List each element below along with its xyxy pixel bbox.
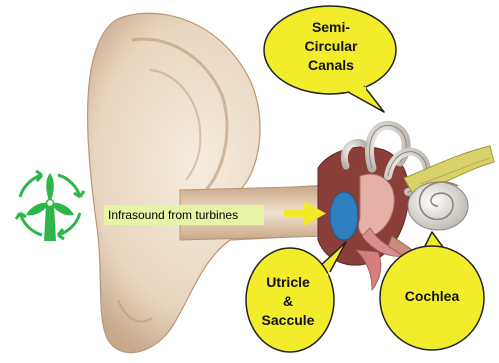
semicircular-label-line-1: Semi-	[290, 18, 372, 37]
cochlea-structure	[408, 182, 468, 230]
utricle-saccule-label: Utricle & Saccule	[258, 273, 318, 330]
infrasound-label: Infrasound from turbines	[104, 205, 264, 225]
eardrum	[330, 192, 358, 240]
wind-turbine-icon	[16, 171, 84, 241]
utricle-label-line-2: &	[258, 292, 318, 311]
cochlea-label: Cochlea	[396, 287, 468, 306]
semicircular-label-line-3: Canals	[290, 56, 372, 75]
semicircular-canals-label: Semi- Circular Canals	[290, 18, 372, 75]
semicircular-label-line-2: Circular	[290, 37, 372, 56]
utricle-label-line-1: Utricle	[258, 273, 318, 292]
utricle-label-line-3: Saccule	[258, 311, 318, 330]
